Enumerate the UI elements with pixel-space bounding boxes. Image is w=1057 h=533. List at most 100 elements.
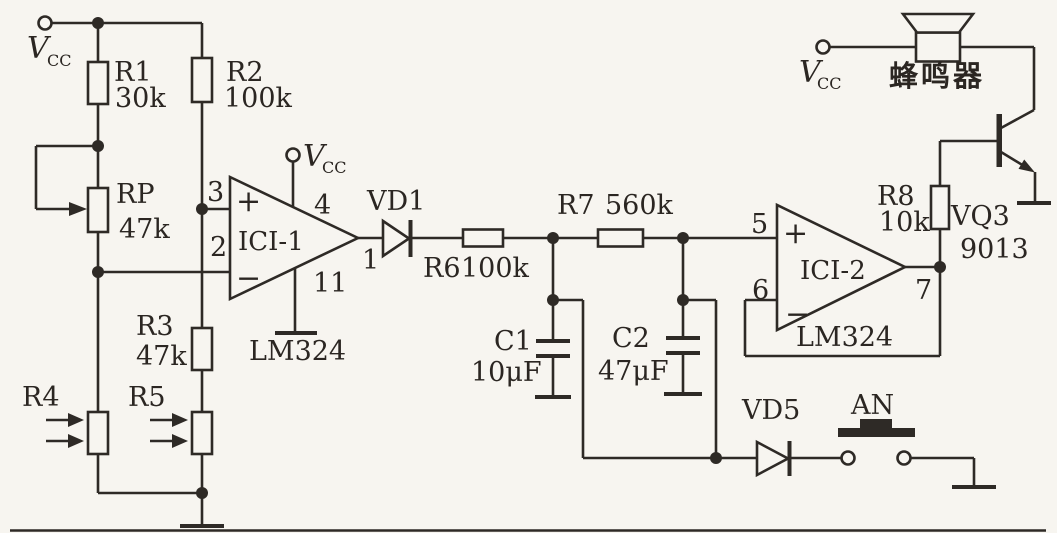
- grounds: [180, 392, 702, 528]
- junction-dot: [92, 266, 104, 278]
- r5-ref-label: R5: [128, 382, 166, 413]
- opamp-ic1: [228, 174, 362, 335]
- ic2-pin5-label: 5: [751, 209, 768, 240]
- vd1-label: VD1: [366, 186, 425, 217]
- resistors: [46, 56, 951, 456]
- junction-dot: [547, 294, 559, 306]
- ic1-plus-sign: +: [236, 184, 261, 219]
- ic2-pin6-label: 6: [752, 275, 769, 306]
- ic1-pin1-label: 1: [362, 245, 379, 276]
- junction-dot: [92, 140, 104, 152]
- capacitor-c2-plates: [666, 336, 700, 355]
- resistor-r8: [929, 184, 951, 231]
- an-label: AN: [850, 390, 894, 421]
- vcc-label-left: V: [27, 31, 52, 66]
- junction-dot: [710, 452, 722, 464]
- vcc-label-ic1: V: [303, 139, 328, 174]
- c2-value-label: 47μF: [598, 356, 669, 387]
- r8-ref-label: R8: [877, 181, 915, 212]
- ic1-pin3-label: 3: [207, 177, 224, 208]
- r3-value-label: 47k: [136, 341, 187, 372]
- resistor-r7: [596, 228, 645, 248]
- ic2-ref-label: ICI-2: [800, 256, 866, 286]
- diode-vd5-triangle: [755, 439, 791, 478]
- r8-value-label: 10k: [879, 207, 930, 238]
- vcc-terminal-ic1: [285, 147, 301, 163]
- junction-dot: [92, 17, 104, 29]
- r4-light-arrow-lines: [46, 418, 70, 443]
- vcc-terminal-left: [37, 15, 53, 31]
- junction-dot: [934, 261, 946, 273]
- r5-light-arrowhead: [172, 413, 188, 427]
- junction-dots: [92, 17, 946, 499]
- photoresistor-r5: [190, 410, 214, 456]
- ic2-pin7-label: 7: [915, 275, 932, 306]
- junction-dot: [677, 294, 689, 306]
- wires: [10, 21, 1046, 532]
- ic1-pin11-label: 11: [313, 268, 347, 299]
- c2-ref-label: C2: [612, 323, 650, 354]
- labels: V CC V CC V CC R1 30k R2 100k RP 47k R3 …: [22, 31, 1029, 426]
- top-left-rail: [51, 21, 204, 58]
- buzzer-horn: [900, 12, 976, 34]
- vq3-ref-label: VQ3: [950, 201, 1010, 232]
- resistor-r3: [190, 326, 214, 372]
- junction-dot: [196, 487, 208, 499]
- ic1-pin2-label: 2: [210, 232, 227, 263]
- opamp-ic1-triangle: [228, 174, 362, 302]
- collector-wire: [1000, 47, 1036, 130]
- vq3-emitter-arrowhead: [1018, 159, 1035, 173]
- r7-value-label: 560k: [605, 190, 674, 221]
- vd5-label: VD5: [741, 395, 800, 426]
- transistor-vq3: [996, 114, 1051, 205]
- ic1-minus-sign: −: [236, 261, 261, 296]
- vcc-terminals: [37, 15, 831, 163]
- vcc-sub-ic1: CC: [322, 158, 346, 177]
- opamp-ic2-triangle: [775, 202, 908, 333]
- ic1-ref-label: ICI-1: [238, 227, 304, 257]
- junction-dot: [547, 232, 559, 244]
- an-contact-right: [896, 450, 912, 466]
- c2-discharge-branch: [683, 298, 718, 458]
- r8-base-wire: [938, 139, 997, 267]
- an-button-nub: [860, 419, 892, 428]
- buzzer-label: 蜂鸣器: [889, 59, 985, 93]
- switch-to-ground-wire: [910, 456, 976, 486]
- r2-value-label: 100k: [224, 83, 293, 114]
- opamp-ic2: [775, 202, 908, 333]
- r7-ref-label: R7: [557, 190, 595, 221]
- vq3-value-label: 9013: [960, 234, 1029, 265]
- vcc-label-right: V: [799, 55, 824, 90]
- r3-ref-label: R3: [136, 311, 174, 342]
- photoresistor-r4: [86, 410, 110, 456]
- rp-wiper-arrowhead: [69, 202, 87, 216]
- r4-light-arrowhead: [68, 413, 84, 427]
- an-contact-left: [840, 450, 856, 466]
- resistor-r6: [461, 228, 505, 248]
- diode-vd1-triangle: [381, 218, 412, 259]
- c1-ref-label: C1: [494, 326, 532, 357]
- r2-ref-label: R2: [226, 57, 264, 88]
- resistor-r2: [190, 56, 214, 104]
- r4-light-arrowhead: [68, 434, 84, 448]
- vcc-terminal-right: [815, 39, 831, 55]
- rp-ref-label: RP: [116, 179, 155, 210]
- buzzer-body: [914, 31, 962, 63]
- ic1-pin4-label: 4: [314, 190, 331, 221]
- ic1-chip-label: LM324: [249, 336, 346, 367]
- capacitors: [536, 336, 700, 358]
- rp-value-label: 47k: [119, 214, 170, 245]
- r6-ref-label: R6: [423, 253, 461, 284]
- junction-dot: [677, 232, 689, 244]
- r1-value-label: 30k: [115, 83, 166, 114]
- c1-value-label: 10μF: [471, 357, 542, 388]
- r1-ref-label: R1: [114, 57, 152, 88]
- ic2-chip-label: LM324: [796, 322, 893, 353]
- r5-light-arrow-lines: [150, 418, 174, 443]
- emitter-wire: [1000, 150, 1037, 202]
- an-button-bar: [838, 428, 915, 437]
- rp-wiper-loop: [34, 144, 98, 211]
- buzzer-symbol: [900, 12, 976, 63]
- r4-ref-label: R4: [22, 382, 60, 413]
